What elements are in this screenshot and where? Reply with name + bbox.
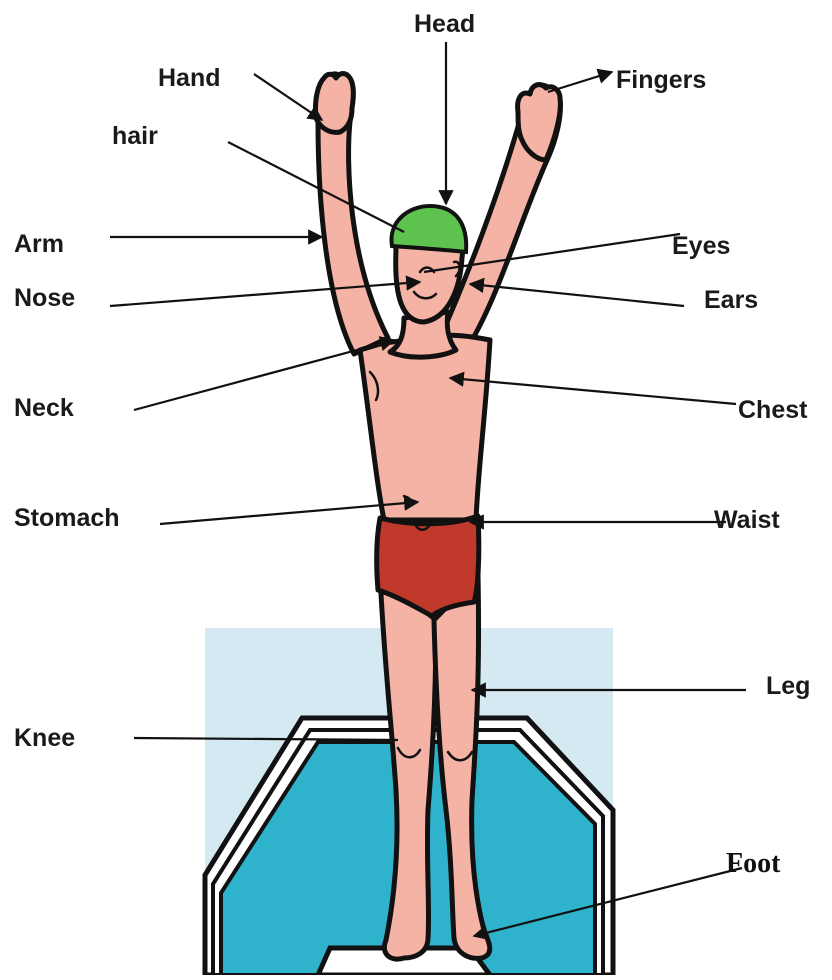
pointer-neck bbox=[134, 340, 394, 410]
pointer-chest bbox=[450, 378, 736, 404]
label-leg: Leg bbox=[766, 674, 810, 699]
torso bbox=[360, 335, 490, 520]
label-neck: Neck bbox=[14, 396, 74, 421]
label-chest: Chest bbox=[738, 398, 807, 423]
pointer-fingers bbox=[548, 72, 612, 92]
label-nose: Nose bbox=[14, 286, 75, 311]
label-foot: Foot bbox=[726, 850, 780, 878]
pointer-hand bbox=[254, 74, 322, 120]
left-hand bbox=[315, 74, 353, 133]
label-eyes: Eyes bbox=[672, 234, 730, 259]
label-head: Head bbox=[414, 12, 475, 37]
label-hair: hair bbox=[112, 124, 158, 149]
label-fingers: Fingers bbox=[616, 68, 706, 93]
label-stomach: Stomach bbox=[14, 506, 120, 531]
label-arm: Arm bbox=[14, 232, 64, 257]
label-ears: Ears bbox=[704, 288, 758, 313]
label-hand: Hand bbox=[158, 66, 221, 91]
swim-cap bbox=[391, 206, 466, 252]
pointer-ears bbox=[470, 284, 684, 306]
label-waist: Waist bbox=[714, 508, 780, 533]
label-knee: Knee bbox=[14, 726, 75, 751]
